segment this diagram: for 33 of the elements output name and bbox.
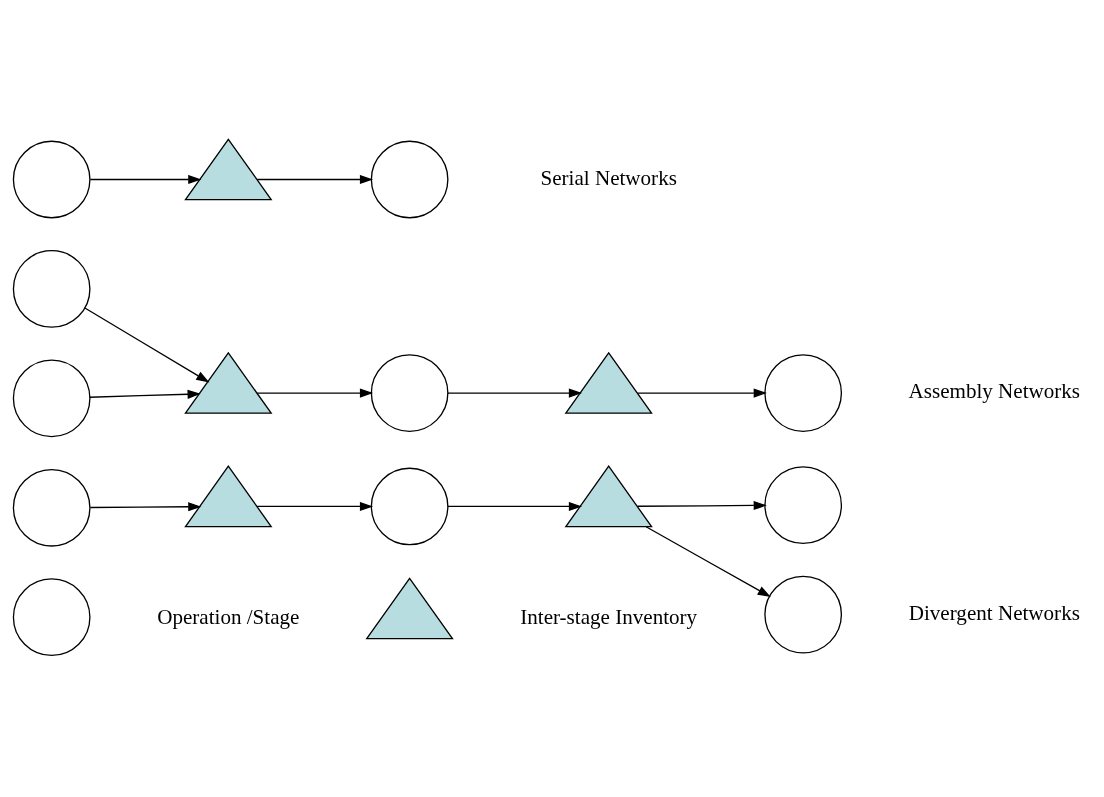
arrow	[256, 501, 374, 511]
node-label: Operation /Stage	[157, 604, 300, 629]
node-circle	[12, 358, 91, 437]
node-triangle	[564, 464, 653, 527]
label: Divergent Networks	[908, 600, 1080, 625]
label: Serial Networks	[540, 164, 677, 189]
node-circle	[12, 140, 91, 218]
node-circle	[764, 353, 843, 432]
label: Assembly Networks	[908, 378, 1081, 403]
node-circle	[764, 575, 843, 653]
node-circle	[12, 468, 91, 547]
node-circle	[764, 465, 843, 544]
node-circle	[370, 140, 449, 218]
arrow	[89, 174, 202, 184]
arrow	[84, 306, 210, 383]
node-triangle	[184, 464, 273, 527]
node-circle	[370, 467, 449, 545]
arrow	[636, 387, 767, 398]
arrow	[645, 525, 771, 597]
arrow	[256, 174, 374, 184]
node-triangle	[365, 576, 454, 639]
arrow	[89, 501, 202, 511]
arrow	[636, 500, 767, 510]
arrow	[256, 387, 374, 398]
node-circle	[370, 353, 449, 432]
arrow	[89, 389, 201, 399]
node-triangle	[184, 137, 273, 200]
node-label: Inter-stage Inventory	[520, 604, 698, 629]
node-circle	[12, 577, 91, 656]
arrow	[447, 387, 583, 398]
arrow	[447, 501, 583, 511]
node-triangle	[564, 351, 653, 414]
node-circle	[12, 249, 91, 328]
